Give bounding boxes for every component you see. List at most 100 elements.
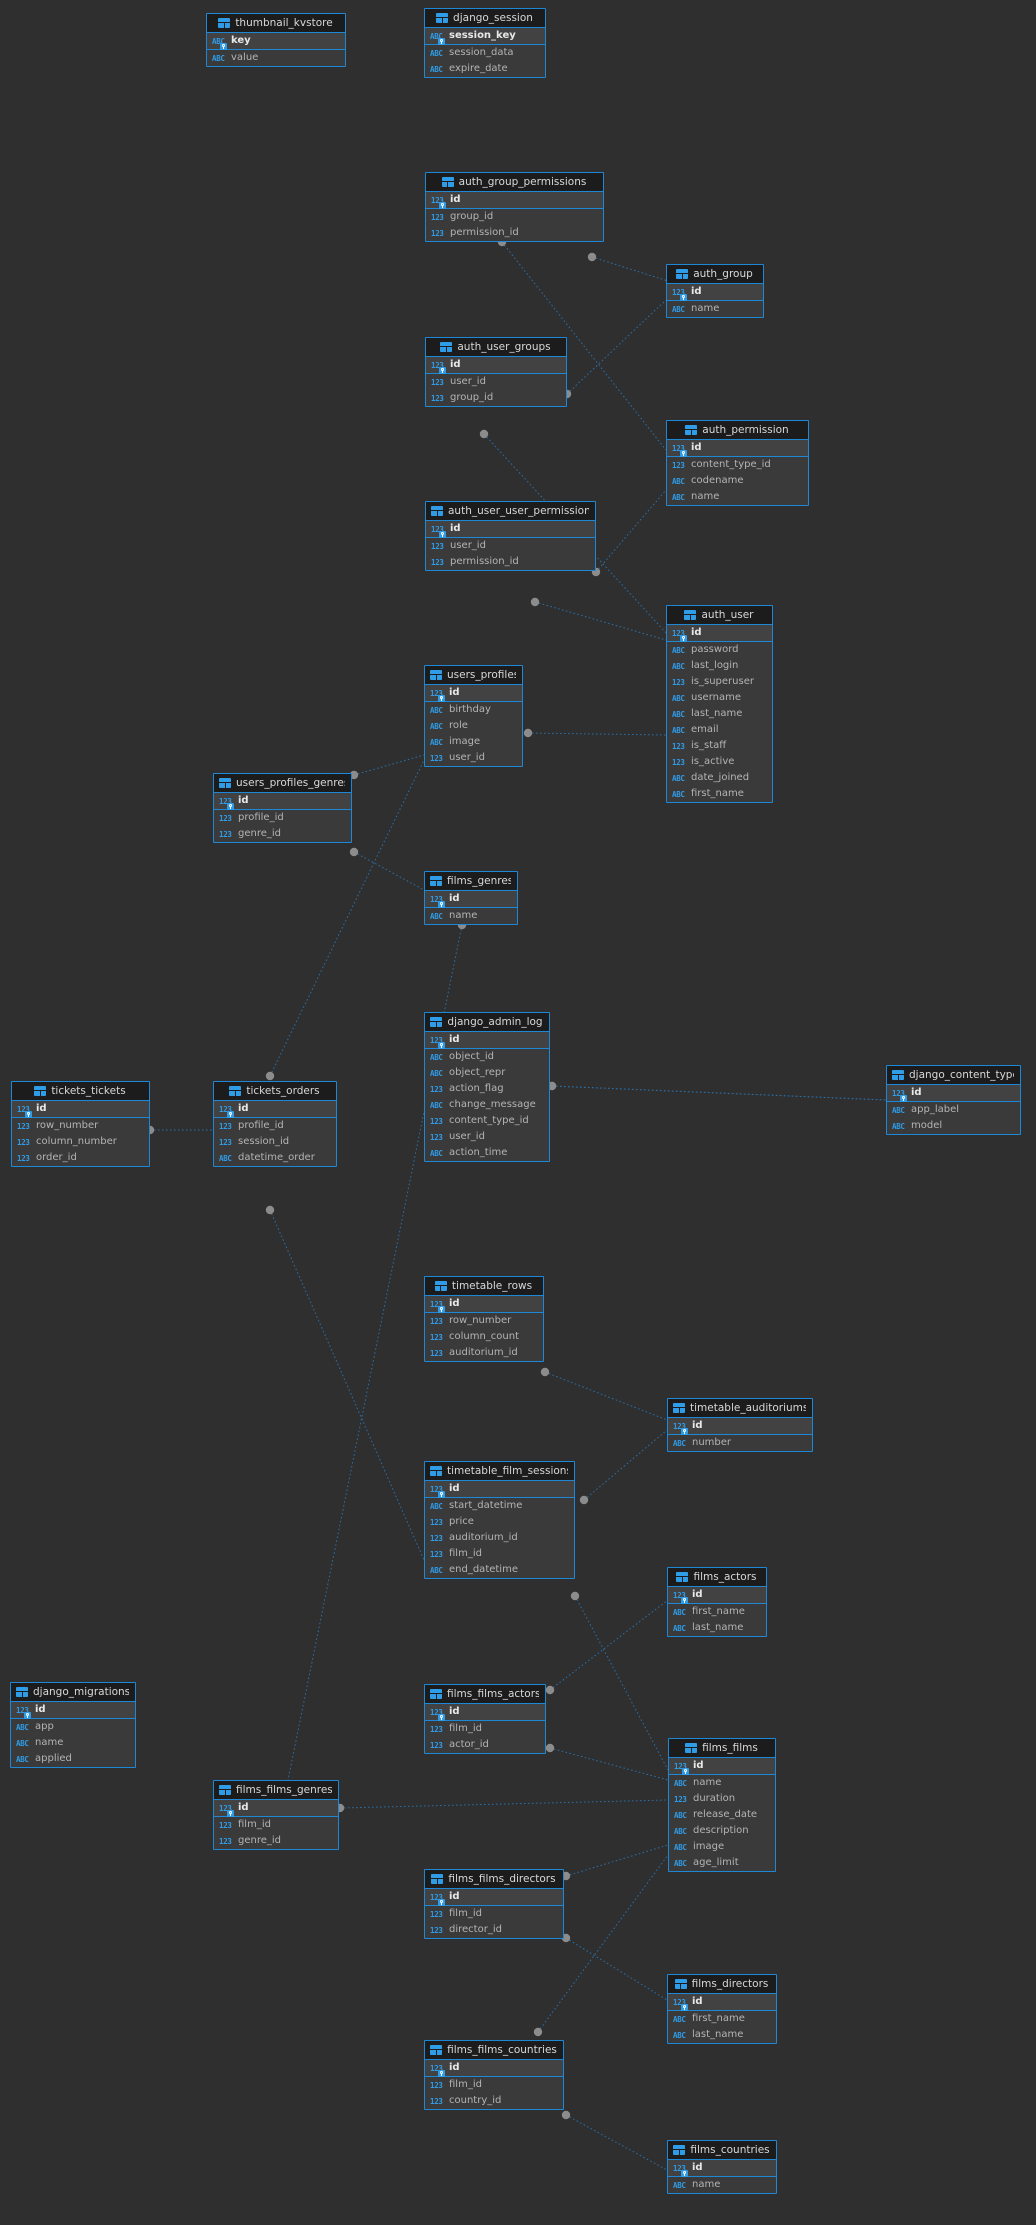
table-header[interactable]: django_migrations: [11, 1683, 135, 1702]
table-header[interactable]: films_genres: [425, 872, 517, 891]
table-header[interactable]: users_profiles_genres: [214, 774, 351, 793]
relationship-endpoint[interactable]: [265, 1205, 275, 1215]
table-header[interactable]: django_session: [425, 9, 545, 28]
table-header[interactable]: thumbnail_kvstore: [207, 14, 345, 33]
table-header[interactable]: timetable_auditoriums: [668, 1399, 812, 1418]
table-header[interactable]: tickets_orders: [214, 1082, 336, 1101]
relationship-endpoint[interactable]: [540, 1367, 550, 1377]
table-header[interactable]: users_profiles: [425, 666, 522, 685]
table-header[interactable]: django_content_type: [887, 1066, 1020, 1085]
table-header[interactable]: films_films_countries: [425, 2041, 563, 2060]
relationship-endpoint[interactable]: [570, 1591, 580, 1601]
relationship-endpoint[interactable]: [265, 1071, 275, 1081]
table-header[interactable]: films_films: [669, 1739, 775, 1758]
table-header[interactable]: django_admin_log: [425, 1013, 549, 1032]
relationship-endpoint[interactable]: [545, 1685, 555, 1695]
table-header[interactable]: films_films_genres: [214, 1781, 338, 1800]
relationship-endpoint[interactable]: [479, 429, 489, 439]
table-header[interactable]: auth_user_user_permissions: [426, 502, 595, 521]
table-header[interactable]: auth_group_permissions: [426, 173, 603, 192]
relationship-endpoint[interactable]: [579, 1495, 589, 1505]
table-header[interactable]: timetable_rows: [425, 1277, 543, 1296]
relationship-endpoint[interactable]: [530, 597, 540, 607]
table-header[interactable]: films_films_actors: [425, 1685, 545, 1704]
